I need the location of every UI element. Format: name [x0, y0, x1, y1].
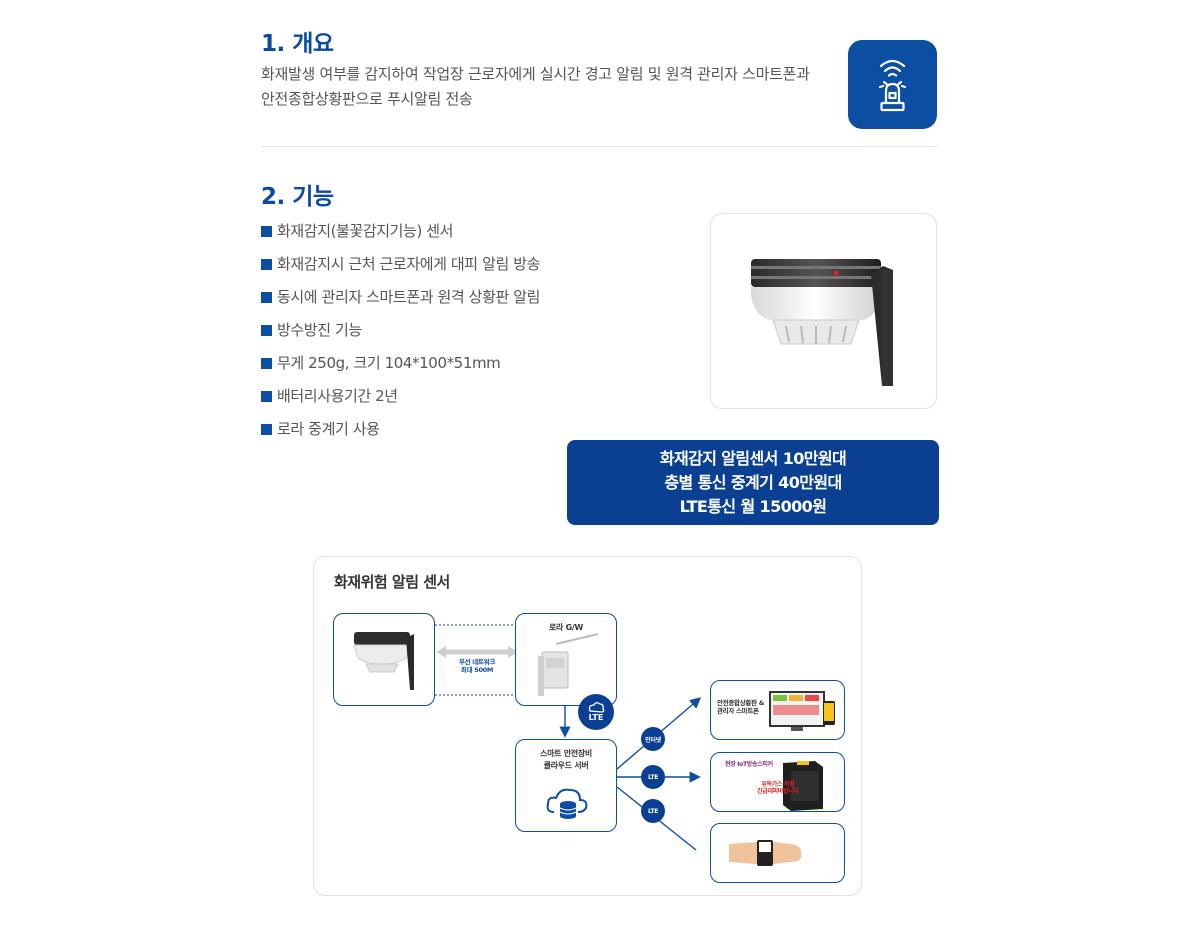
speaker-message: 유독가스 위험 긴급대피바랍니다 — [757, 781, 799, 795]
cloud-upload-icon — [588, 702, 605, 713]
wearable-node — [710, 823, 845, 883]
list-item: 배터리사용기간 2년 — [261, 383, 540, 416]
speaker-image — [783, 761, 823, 811]
dashboard-node: 안전종합상황판 & 관리자 스마트폰 — [710, 680, 845, 740]
gateway-image — [538, 633, 599, 696]
server-label: 스마트 안전장비 클라우드 서버 — [540, 749, 592, 770]
gateway-label: 로라 G/W — [548, 623, 584, 632]
feature-list: 화재감지(불꽃감지기능) 센서 화재감지시 근처 근로자에게 대피 알림 방송 … — [261, 218, 540, 449]
lte-badge: LTE — [641, 799, 665, 823]
lte-badge: LTE — [641, 765, 665, 789]
list-item: 화재감지(불꽃감지기능) 센서 — [261, 218, 540, 251]
overview-title: 1. 개요 — [261, 31, 334, 57]
list-item: 동시에 관리자 스마트폰과 원격 상황판 알림 — [261, 284, 540, 317]
price-line-3: LTE통신 월 15000원 — [679, 497, 827, 516]
overview-text: 화재발생 여부를 감지하여 작업장 근로자에게 실시간 경고 알림 및 원격 관… — [261, 62, 831, 112]
square-bullet-icon — [261, 226, 272, 237]
lte-bubble: LTE — [578, 694, 614, 730]
features-title: 2. 기능 — [261, 184, 334, 210]
gateway-node: 로라 G/W — [515, 613, 617, 706]
list-item: 화재감지시 근처 근로자에게 대피 알림 방송 — [261, 251, 540, 284]
square-bullet-icon — [261, 424, 272, 435]
smartwatch-wrist-image — [729, 840, 802, 866]
internet-badge: 인터넷 — [641, 727, 665, 751]
list-item: 무게 250g, 크기 104*100*51mm — [261, 350, 540, 383]
list-item: 로라 중계기 사용 — [261, 416, 540, 449]
dashboard-label: 안전종합상황판 & 관리자 스마트폰 — [717, 699, 765, 715]
alarm-siren-icon — [848, 40, 937, 129]
cloud-server-node: 스마트 안전장비 클라우드 서버 — [515, 739, 617, 832]
sensor-node — [333, 613, 435, 706]
speaker-title: 현장 IoT방송스피커 — [725, 761, 773, 768]
price-line-1: 화재감지 알림센서 10만원대 — [659, 449, 847, 468]
square-bullet-icon — [261, 259, 272, 270]
price-info-box: 화재감지 알림센서 10만원대 층별 통신 중계기 40만원대 LTE통신 월 … — [567, 440, 939, 525]
sensor-image — [353, 632, 414, 690]
product-image — [710, 213, 937, 409]
square-bullet-icon — [261, 358, 272, 369]
section-divider — [261, 146, 938, 147]
overview-line-1: 화재발생 여부를 감지하여 작업장 근로자에게 실시간 경고 알림 및 원격 관… — [261, 65, 810, 83]
network-range-label: 무선 네트워크 최대 500M — [458, 658, 496, 674]
square-bullet-icon — [261, 292, 272, 303]
overview-line-2: 안전종합상황판으로 푸시알림 전송 — [261, 90, 473, 108]
system-diagram: 화재위험 알림 센서 무선 네트워크 최대 500M 로라 G/W — [313, 556, 862, 896]
list-item: 방수방진 기능 — [261, 317, 540, 350]
price-line-2: 층별 통신 중계기 40만원대 — [664, 473, 842, 492]
square-bullet-icon — [261, 325, 272, 336]
speaker-node: 현장 IoT방송스피커 유독가스 위험 긴급대피바랍니다 — [710, 752, 845, 812]
square-bullet-icon — [261, 391, 272, 402]
monitor-phone-image — [769, 691, 835, 731]
cloud-database-icon — [546, 788, 588, 819]
diagram-title: 화재위험 알림 센서 — [334, 573, 450, 591]
